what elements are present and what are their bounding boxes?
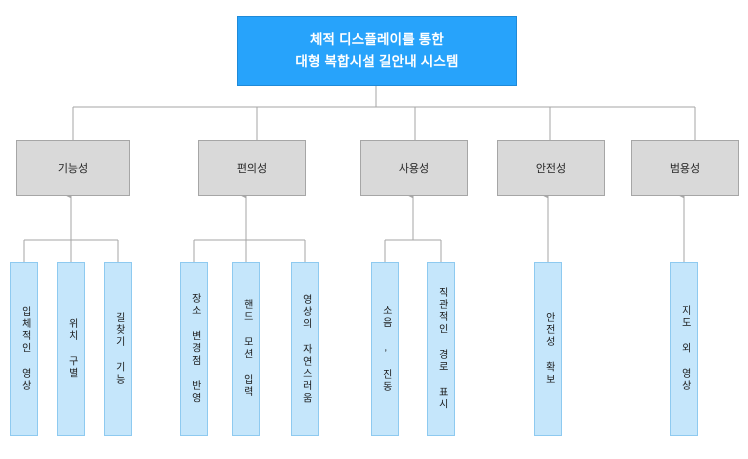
category-node-versatility[interactable]: 범용성 bbox=[631, 140, 739, 196]
leaf-node-location-id[interactable]: 위치 구별 bbox=[57, 262, 85, 436]
category-label-versatility: 범용성 bbox=[669, 163, 701, 175]
leaf-node-noise-vibration[interactable]: 소음 , 진동 bbox=[371, 262, 399, 436]
leaf-label-image-natural: 영상의 자연스러움 bbox=[300, 293, 312, 405]
leaf-label-secure-safety: 안전성 확보 bbox=[543, 311, 555, 387]
leaf-node-wayfinding[interactable]: 길찾기 기능 bbox=[104, 262, 132, 436]
category-label-usability: 사용성 bbox=[398, 163, 430, 175]
leaf-node-place-change[interactable]: 장소 변경점 반영 bbox=[180, 262, 208, 436]
leaf-label-location-id: 위치 구별 bbox=[66, 318, 78, 380]
leaf-node-secure-safety[interactable]: 안전성 확보 bbox=[534, 262, 562, 436]
leaf-label-noise-vibration: 소음 , 진동 bbox=[380, 304, 392, 394]
leaf-label-intuitive-route: 직관적인 경로 표시 bbox=[436, 287, 448, 411]
category-label-functionality: 기능성 bbox=[57, 163, 89, 175]
root-title-line-1: 체적 디스플레이를 통한 bbox=[309, 31, 445, 47]
leaf-node-stereo-image[interactable]: 입체적인 영상 bbox=[10, 262, 38, 436]
leaf-label-stereo-image: 입체적인 영상 bbox=[19, 305, 31, 393]
category-node-usability[interactable]: 사용성 bbox=[360, 140, 468, 196]
category-node-convenience[interactable]: 편의성 bbox=[198, 140, 306, 196]
root-title-line-2: 대형 복합시설 길안내 시스템 bbox=[295, 54, 459, 69]
leaf-node-intuitive-route[interactable]: 직관적인 경로 표시 bbox=[427, 262, 455, 436]
leaf-node-image-natural[interactable]: 영상의 자연스러움 bbox=[291, 262, 319, 436]
category-node-functionality[interactable]: 기능성 bbox=[16, 140, 130, 196]
leaf-node-non-map-image[interactable]: 지도 외 영상 bbox=[670, 262, 698, 436]
root-node[interactable]: 체적 디스플레이를 통한 대형 복합시설 길안내 시스템 bbox=[237, 16, 517, 86]
leaf-label-place-change: 장소 변경점 반영 bbox=[189, 293, 201, 405]
leaf-label-non-map-image: 지도 외 영상 bbox=[679, 305, 691, 393]
leaf-label-hand-motion: 핸드 모션 입력 bbox=[241, 299, 253, 399]
category-label-safety: 안전성 bbox=[535, 163, 567, 175]
category-label-convenience: 편의성 bbox=[236, 163, 268, 175]
leaf-label-wayfinding: 길찾기 기능 bbox=[113, 311, 125, 387]
leaf-node-hand-motion[interactable]: 핸드 모션 입력 bbox=[232, 262, 260, 436]
category-node-safety[interactable]: 안전성 bbox=[497, 140, 605, 196]
